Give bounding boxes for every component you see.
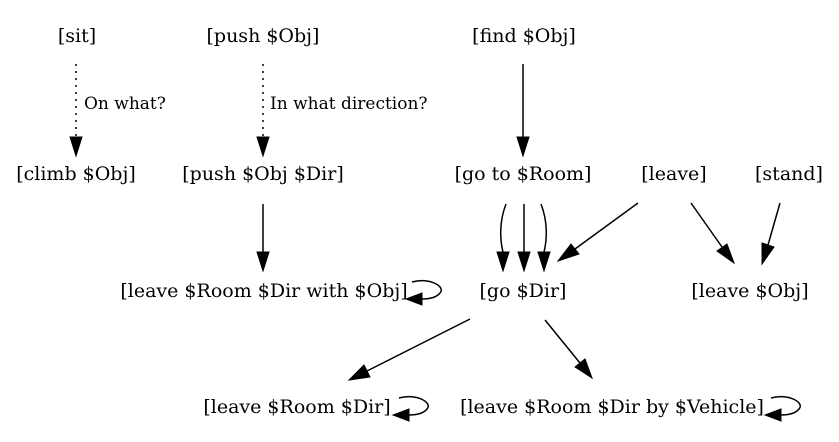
node-leave: [leave] — [641, 163, 706, 185]
node-go-dir: [go $Dir] — [480, 280, 567, 302]
edge-labels: On what? In what direction? — [84, 94, 428, 114]
edge-stand-to-leave-obj — [761, 202, 781, 266]
edge-arrowhead — [496, 251, 510, 273]
nodes: [sit] [push $Obj] [find $Obj] [climb $Ob… — [16, 25, 823, 418]
node-find-obj: [find $Obj] — [472, 25, 576, 47]
node-sit: [sit] — [58, 25, 96, 47]
edge-push-obj-dir-to-leave-room-dir-with-obj — [256, 204, 270, 273]
node-leave-room-dir: [leave $Room $Dir] — [203, 396, 390, 418]
node-go-to-room: [go to $Room] — [455, 163, 592, 185]
self-loop-leave-room-dir-by-vehicle — [763, 396, 802, 422]
self-loop-leave-room-dir-with-obj — [404, 280, 443, 306]
edge-go-to-room-to-go-dir-right — [537, 203, 551, 273]
node-climb-obj: [climb $Obj] — [16, 163, 136, 185]
edge-arrowhead — [516, 136, 530, 158]
node-stand: [stand] — [755, 163, 823, 185]
edge-go-to-room-to-go-dir-middle — [517, 204, 531, 273]
node-leave-obj: [leave $Obj] — [691, 280, 808, 302]
edge-label-on-what: On what? — [84, 94, 166, 114]
edge-go-to-room-to-go-dir-left — [496, 203, 510, 273]
node-leave-room-dir-with-obj: [leave $Room $Dir with $Obj] — [120, 280, 407, 302]
edge-arrowhead — [391, 408, 410, 422]
edge-arrowhead — [537, 251, 551, 273]
node-push-obj-dir: [push $Obj $Dir] — [182, 163, 344, 185]
edge-arrowhead — [347, 364, 371, 381]
edge-arrowhead — [256, 136, 270, 158]
edge-find-obj-to-go-to-room — [516, 64, 530, 158]
edge-arrowhead — [574, 358, 593, 380]
edge-arrowhead — [763, 408, 782, 422]
edge-label-in-what-direction: In what direction? — [270, 94, 428, 114]
edge-leave-to-go-dir — [556, 202, 639, 262]
edge-arrowhead — [69, 136, 83, 158]
edge-arrowhead — [256, 251, 270, 273]
node-leave-room-dir-by-vehicle: [leave $Room $Dir by $Vehicle] — [460, 396, 764, 418]
edge-arrowhead — [517, 251, 531, 273]
edge-arrowhead — [404, 292, 423, 306]
edge-arrowhead — [761, 242, 775, 266]
edges — [69, 64, 802, 422]
self-loop-leave-room-dir — [391, 396, 430, 422]
edge-sit-to-climb-obj — [69, 64, 83, 158]
node-push-obj: [push $Obj] — [207, 25, 320, 47]
edge-arrowhead — [556, 243, 580, 262]
edge-go-dir-to-leave-room-dir-by-vehicle — [544, 319, 593, 380]
edge-push-obj-to-push-obj-dir — [256, 64, 270, 158]
edge-arrowhead — [716, 243, 736, 265]
edge-go-dir-to-leave-room-dir — [347, 318, 471, 381]
edge-leave-to-leave-obj — [690, 202, 736, 265]
